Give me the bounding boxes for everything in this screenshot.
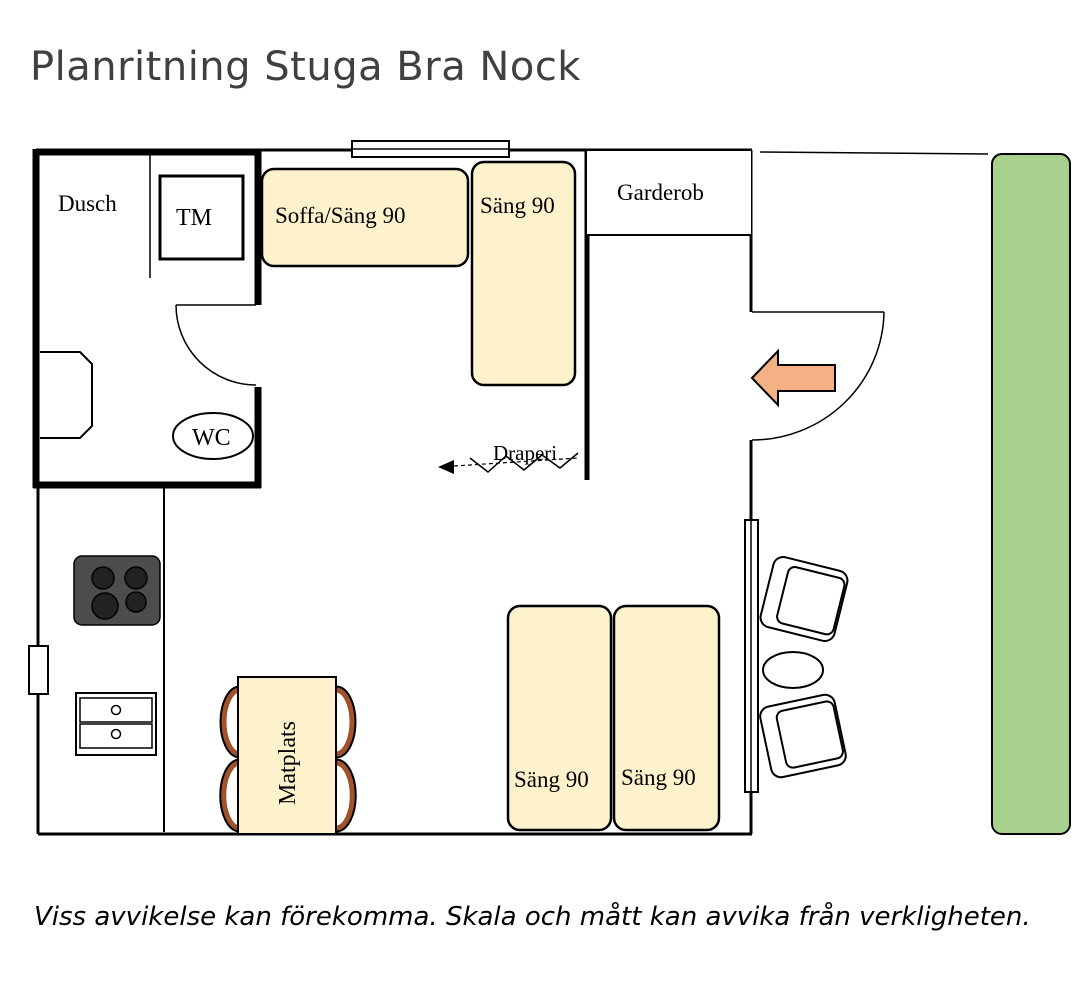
bed-bottom-right	[612, 604, 721, 832]
bathroom-walls	[33, 150, 262, 489]
sofa-bed	[260, 167, 470, 268]
shower-label: Dusch	[58, 191, 117, 216]
page-title: Planritning Stuga Bra Nock	[30, 44, 581, 90]
bed-top	[470, 160, 577, 387]
dining-label: Matplats	[275, 721, 301, 805]
left-window	[28, 645, 49, 695]
washing-machine	[158, 174, 245, 261]
toilet	[172, 412, 254, 460]
curtain-label: Draperi	[493, 441, 557, 465]
entrance-arrow-icon	[750, 348, 836, 408]
grass-strip	[991, 153, 1071, 835]
washer-label: TM	[176, 205, 212, 231]
bed-top-label: Säng 90	[480, 193, 555, 218]
dining-chairs	[219, 685, 357, 833]
dining-table	[237, 676, 337, 835]
wardrobe-label: Garderob	[617, 180, 704, 205]
entrance-door[interactable]	[751, 311, 885, 441]
bathroom-sink	[40, 351, 93, 439]
kitchen-sink	[75, 692, 157, 756]
curtain	[438, 452, 579, 474]
bathroom-door[interactable]	[175, 304, 257, 386]
bed-bottom-left-label: Säng 90	[514, 767, 589, 792]
toilet-label: WC	[192, 425, 231, 451]
hob	[73, 555, 161, 626]
sofa-bed-label: Soffa/Säng 90	[275, 203, 406, 228]
wardrobe	[587, 151, 751, 236]
bed-bottom-left	[506, 604, 613, 832]
disclaimer: Viss avvikelse kan förekomma. Skala och …	[34, 902, 1031, 932]
terrace-furniture	[759, 555, 849, 779]
bed-bottom-right-label: Säng 90	[621, 765, 696, 790]
